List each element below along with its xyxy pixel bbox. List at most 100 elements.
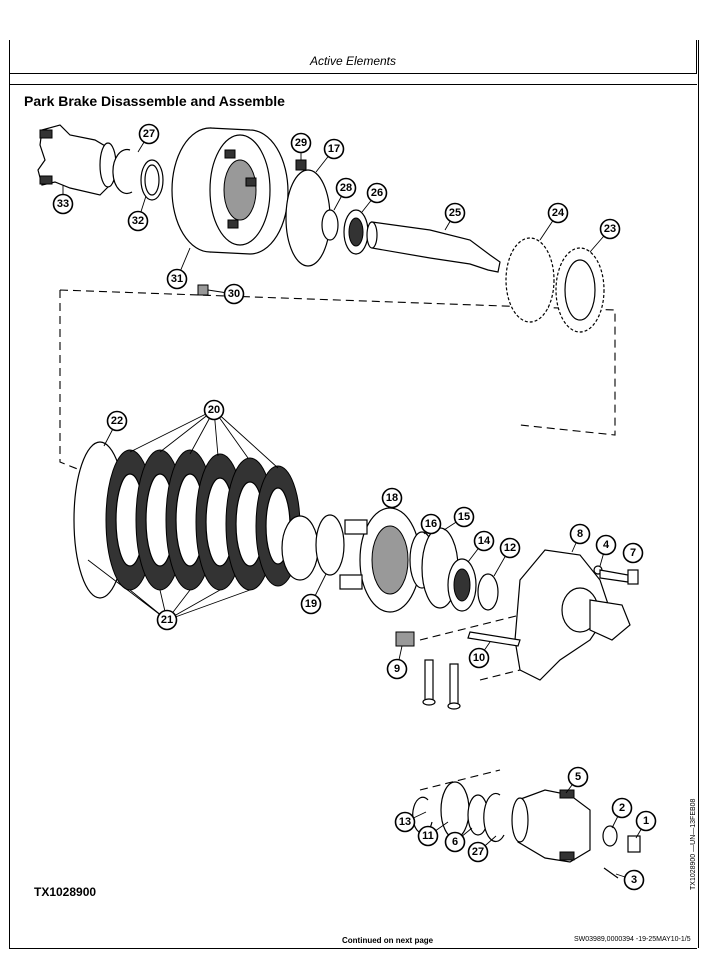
bolt-7 bbox=[599, 569, 639, 585]
callout-30: 30 bbox=[223, 283, 245, 305]
section-title: Park Brake Disassemble and Assemble bbox=[24, 93, 285, 109]
svg-text:3: 3 bbox=[631, 874, 637, 886]
o-ring-19 bbox=[315, 514, 345, 576]
callout-9: 9 bbox=[386, 658, 408, 680]
svg-text:15: 15 bbox=[458, 511, 470, 523]
callout-15: 15 bbox=[453, 506, 475, 528]
bearing-14 bbox=[447, 558, 477, 612]
svg-text:17: 17 bbox=[328, 143, 340, 155]
callout-13: 13 bbox=[394, 811, 416, 833]
snap-ring-27a bbox=[112, 148, 133, 195]
callout-18: 18 bbox=[381, 487, 403, 509]
callout-29: 29 bbox=[290, 132, 312, 154]
svg-text:21: 21 bbox=[161, 614, 173, 626]
svg-text:28: 28 bbox=[340, 182, 352, 194]
svg-text:9: 9 bbox=[394, 663, 400, 675]
friction-disc-24 bbox=[505, 237, 555, 323]
svg-text:30: 30 bbox=[228, 288, 240, 300]
callout-20: 20 bbox=[203, 399, 225, 421]
callout-12: 12 bbox=[499, 537, 521, 559]
callout-22: 22 bbox=[106, 410, 128, 432]
callout-7: 7 bbox=[622, 542, 644, 564]
callout-32: 32 bbox=[127, 210, 149, 232]
piston-18 bbox=[339, 507, 421, 613]
svg-text:26: 26 bbox=[371, 187, 383, 199]
brake-housing-31 bbox=[171, 127, 289, 255]
page-frame bbox=[9, 40, 699, 948]
svg-text:22: 22 bbox=[111, 415, 123, 427]
fitting-29 bbox=[295, 159, 307, 171]
svg-text:1: 1 bbox=[643, 815, 649, 827]
seal-11 bbox=[440, 781, 470, 839]
svg-text:14: 14 bbox=[478, 535, 491, 547]
footer-code: SW03989,0000394 -19-25MAY10-1/5 bbox=[574, 936, 691, 943]
svg-text:8: 8 bbox=[577, 528, 583, 540]
svg-text:29: 29 bbox=[295, 137, 307, 149]
shaft-25 bbox=[366, 221, 501, 273]
svg-text:18: 18 bbox=[386, 492, 398, 504]
callout-6: 6 bbox=[444, 831, 466, 853]
callout-27-top: 27 bbox=[138, 123, 160, 145]
seal-12 bbox=[477, 573, 499, 611]
washer-2 bbox=[602, 825, 618, 847]
svg-text:11: 11 bbox=[422, 830, 434, 842]
svg-text:24: 24 bbox=[552, 207, 565, 219]
callout-33: 33 bbox=[52, 193, 74, 215]
fitting-9 bbox=[395, 631, 415, 647]
cotter-pin-3 bbox=[603, 867, 619, 879]
callout-21: 21 bbox=[156, 609, 178, 631]
callout-26: 26 bbox=[366, 182, 388, 204]
svg-text:13: 13 bbox=[399, 816, 411, 828]
svg-text:16: 16 bbox=[425, 518, 437, 530]
bottom-rule bbox=[9, 948, 697, 949]
svg-text:4: 4 bbox=[603, 539, 610, 551]
header-box: Active Elements bbox=[9, 40, 697, 74]
callout-24: 24 bbox=[547, 202, 569, 224]
figure-id: TX1028900 bbox=[34, 885, 97, 899]
svg-text:31: 31 bbox=[171, 273, 183, 285]
svg-text:2: 2 bbox=[619, 802, 625, 814]
bolts-with-washers bbox=[422, 659, 461, 710]
disc-pack-20-21-22 bbox=[73, 441, 319, 599]
svg-text:23: 23 bbox=[604, 223, 616, 235]
nut-1 bbox=[627, 835, 641, 853]
callout-17: 17 bbox=[323, 138, 345, 160]
svg-text:12: 12 bbox=[504, 542, 516, 554]
svg-text:19: 19 bbox=[305, 598, 317, 610]
figure-side-code: TX1028900 —UN—13FEB08 bbox=[690, 798, 697, 890]
callout-14: 14 bbox=[473, 530, 495, 552]
content-box bbox=[9, 84, 697, 948]
callout-2: 2 bbox=[611, 797, 633, 819]
alignment-dashed-line bbox=[59, 289, 616, 471]
callout-19: 19 bbox=[300, 593, 322, 615]
housing-8 bbox=[514, 549, 631, 681]
bearing-26 bbox=[343, 209, 369, 255]
yoke-5 bbox=[511, 789, 591, 863]
callout-10: 10 bbox=[468, 647, 490, 669]
callout-23: 23 bbox=[599, 218, 621, 240]
callout-11: 11 bbox=[417, 825, 439, 847]
callout-25: 25 bbox=[444, 202, 466, 224]
svg-text:33: 33 bbox=[57, 198, 69, 210]
callout-28: 28 bbox=[335, 177, 357, 199]
seal-32 bbox=[140, 159, 164, 201]
footer-continued: Continued on next page bbox=[342, 936, 434, 945]
svg-text:6: 6 bbox=[452, 836, 458, 848]
svg-text:5: 5 bbox=[575, 771, 581, 783]
svg-text:32: 32 bbox=[132, 215, 144, 227]
callout-1: 1 bbox=[635, 810, 657, 832]
callout-4: 4 bbox=[595, 534, 617, 556]
callout-27-bottom: 27 bbox=[467, 841, 489, 863]
callout-3: 3 bbox=[623, 869, 645, 891]
gear-disc-23 bbox=[555, 247, 605, 333]
callout-16: 16 bbox=[420, 513, 442, 535]
svg-text:20: 20 bbox=[208, 404, 220, 416]
svg-text:27: 27 bbox=[143, 128, 155, 140]
svg-text:7: 7 bbox=[630, 547, 636, 559]
callout-31: 31 bbox=[166, 268, 188, 290]
svg-text:10: 10 bbox=[473, 652, 485, 664]
svg-text:27: 27 bbox=[472, 846, 484, 858]
svg-text:25: 25 bbox=[449, 207, 461, 219]
snap-ring-27b bbox=[483, 792, 505, 843]
